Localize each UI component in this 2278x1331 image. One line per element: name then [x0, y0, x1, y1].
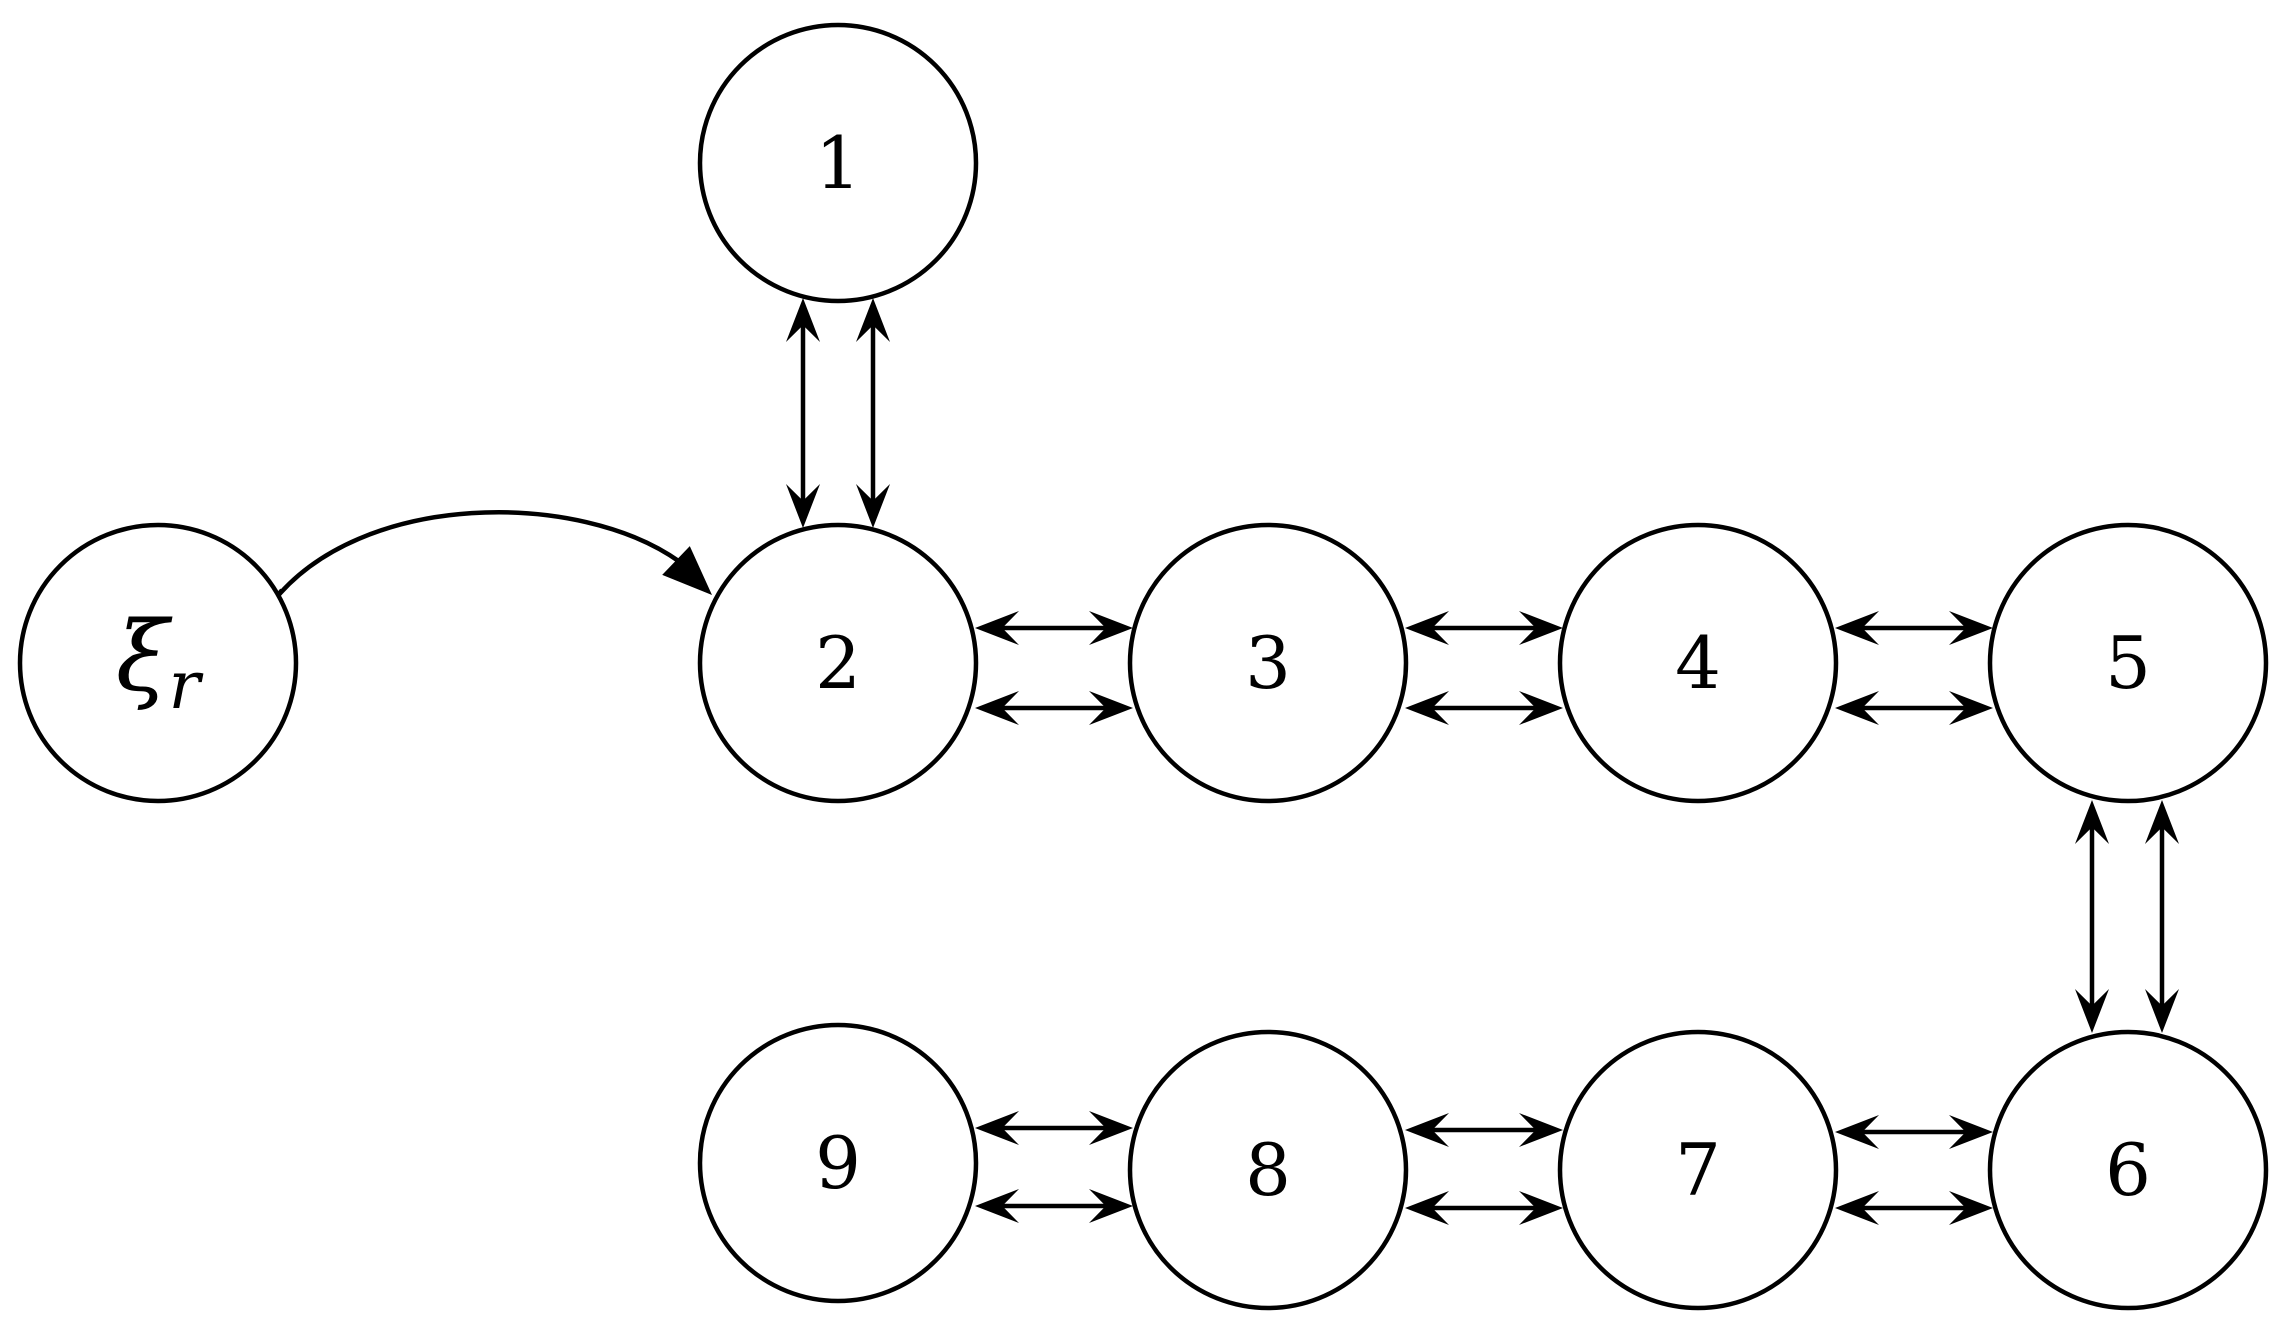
edge-2-3-b-head-end [1089, 691, 1133, 725]
node-6-circle [1987, 1029, 2269, 1311]
edge-1-2-a-head-start [786, 298, 820, 342]
edge-8-9-b-head-end [1089, 1189, 1133, 1223]
edge-4-5-a [1835, 611, 1993, 645]
node-9-circle [697, 1022, 979, 1304]
edge-5-6-b-head-start [2145, 800, 2179, 844]
node-6: 6 [1987, 1029, 2269, 1311]
edge-4-5-b-head-end [1949, 691, 1993, 725]
edge-6-7-a [1835, 1115, 1993, 1149]
node-9: 9 [697, 1022, 979, 1304]
node-1-circle [697, 22, 979, 304]
edge-1-2-b [856, 298, 890, 528]
edge-1-2-b-head-start [856, 298, 890, 342]
edge-3-4-b-head-start [1405, 691, 1449, 725]
edge-1-2-a [786, 298, 820, 528]
node-1-label: 1 [815, 121, 861, 205]
edge-8-9-a-head-end [1089, 1111, 1133, 1145]
node-7-circle [1557, 1029, 1839, 1311]
edge-reference-to-2-curve [270, 510, 682, 605]
edge-4-5-b [1835, 691, 1993, 725]
node-4-circle [1557, 522, 1839, 804]
edge-5-6-b [2145, 800, 2179, 1033]
edge-5-6-a-head-start [2075, 800, 2109, 844]
edge-4-5-a-head-end [1949, 611, 1993, 645]
node-1: 1 [697, 22, 979, 304]
node-reference-label: ξr [116, 601, 204, 724]
edge-1-2-a-head-end [786, 484, 820, 528]
edge-5-6-a [2075, 800, 2109, 1033]
node-2-circle [697, 522, 979, 804]
edge-6-7-b [1835, 1191, 1993, 1225]
edge-7-8-a-head-end [1519, 1113, 1563, 1147]
edge-8-9-b [975, 1189, 1133, 1223]
edge-2-3-a [975, 611, 1133, 645]
reference-symbol: ξ [116, 601, 173, 713]
edge-8-9-a-head-start [975, 1111, 1019, 1145]
edge-5-6-b-head-end [2145, 989, 2179, 1033]
node-9-label: 9 [815, 1121, 861, 1205]
node-8-label: 8 [1245, 1128, 1291, 1212]
edge-6-7-b-head-start [1835, 1191, 1879, 1225]
edge-4-5-b-head-start [1835, 691, 1879, 725]
node-4: 4 [1557, 522, 1839, 804]
edge-reference-to-2-head [662, 546, 712, 595]
edge-3-4-b-head-end [1519, 691, 1563, 725]
edge-layer [266, 298, 2179, 1225]
edge-7-8-b-head-start [1405, 1191, 1449, 1225]
edge-3-4-b [1405, 691, 1563, 725]
edge-3-4-a [1405, 611, 1563, 645]
node-8: 8 [1127, 1029, 1409, 1311]
node-3-circle [1127, 522, 1409, 804]
edge-2-3-a-head-end [1089, 611, 1133, 645]
edge-2-3-a-head-start [975, 611, 1019, 645]
node-5-circle [1987, 522, 2269, 804]
node-7-label: 7 [1675, 1128, 1721, 1212]
edge-2-3-b-head-start [975, 691, 1019, 725]
edge-2-3-b [975, 691, 1133, 725]
node-4-label: 4 [1675, 621, 1721, 705]
node-3-label: 3 [1245, 621, 1291, 705]
edge-7-8-a-head-start [1405, 1113, 1449, 1147]
edge-8-9-b-head-start [975, 1189, 1019, 1223]
edge-7-8-b-head-end [1519, 1191, 1563, 1225]
edge-3-4-a-head-end [1519, 611, 1563, 645]
edge-4-5-a-head-start [1835, 611, 1879, 645]
node-reference-circle [17, 522, 299, 804]
edge-6-7-a-head-end [1949, 1115, 1993, 1149]
node-2: 2 [697, 522, 979, 804]
edge-reference-to-2 [266, 510, 712, 610]
node-6-label: 6 [2105, 1128, 2151, 1212]
node-5: 5 [1987, 522, 2269, 804]
edge-7-8-a [1405, 1113, 1563, 1147]
node-8-circle [1127, 1029, 1409, 1311]
node-3: 3 [1127, 522, 1409, 804]
node-5-label: 5 [2105, 621, 2151, 705]
reference-subscript: r [169, 647, 204, 724]
node-7: 7 [1557, 1029, 1839, 1311]
node-reference: ξr [17, 522, 299, 804]
edge-6-7-a-head-start [1835, 1115, 1879, 1149]
edge-3-4-a-head-start [1405, 611, 1449, 645]
edge-7-8-b [1405, 1191, 1563, 1225]
node-2-label: 2 [815, 621, 861, 705]
edge-1-2-b-head-end [856, 484, 890, 528]
edge-8-9-a [975, 1111, 1133, 1145]
edge-5-6-a-head-end [2075, 989, 2109, 1033]
edge-6-7-b-head-end [1949, 1191, 1993, 1225]
